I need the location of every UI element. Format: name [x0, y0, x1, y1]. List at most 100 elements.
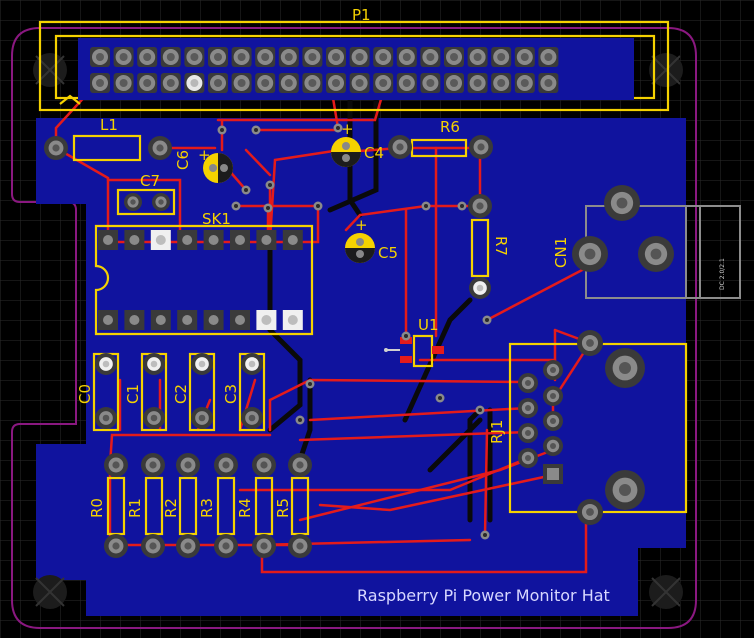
label-c2: C2: [172, 384, 190, 404]
rj1-pad: [518, 373, 538, 393]
svg-text:+: +: [341, 120, 354, 138]
label-r7: R7: [492, 236, 510, 256]
p1-pin-pad: [184, 47, 205, 67]
rj1-pad: [518, 423, 538, 443]
via: [333, 123, 343, 133]
p1-header-pads: [78, 38, 634, 100]
sk1-pin-pad: [203, 310, 224, 330]
p1-pin-pad: [90, 47, 110, 67]
rj1-pad: [543, 411, 563, 431]
rj1-pad: [518, 448, 538, 468]
via: [457, 201, 467, 211]
mounting-hole: [33, 575, 67, 609]
p1-pin-pad: [255, 47, 276, 67]
p1-pin-pad: [538, 47, 559, 67]
c4-capacitor: +: [331, 120, 361, 167]
rj1-pad: [518, 398, 538, 418]
l1-outline: [72, 134, 142, 162]
p1-pin-pad: [255, 73, 276, 93]
p1-pin-pad: [467, 47, 488, 67]
board-outline: [11, 27, 697, 629]
p1-pin-pad: [278, 73, 299, 93]
p1-pin-pad: [137, 47, 158, 67]
p1-pin-pad: [514, 73, 535, 93]
via: [475, 405, 485, 415]
cn1-pad: [572, 236, 608, 272]
sk1-pin-pad: [230, 230, 250, 250]
l1-pad: [148, 136, 172, 160]
rj1-pad: [543, 436, 563, 456]
r1-pad: [141, 453, 165, 477]
via: [231, 201, 241, 211]
via: [480, 530, 490, 540]
p1-pin-pad: [137, 73, 158, 93]
p1-pin-pad: [444, 47, 464, 67]
sk1-pin-pad: [124, 310, 145, 330]
p1-pin-pad: [90, 73, 110, 93]
p1-pin-pad: [231, 47, 252, 67]
label-rj1: RJ1: [488, 420, 506, 444]
p1-pin-pad: [302, 73, 323, 93]
silkscreen-layer: [38, 20, 688, 536]
p1-pin-pad: [373, 73, 394, 93]
p1-pin-pad: [444, 73, 464, 93]
p1-pin-pad: [208, 47, 228, 67]
label-sk1: SK1: [202, 210, 231, 228]
c7-pad: [124, 193, 142, 211]
c2-pad: [191, 353, 213, 375]
p1-pin-pad: [160, 47, 181, 67]
via: [265, 180, 275, 190]
via: [251, 125, 261, 135]
p1-pin-pad: [113, 47, 134, 67]
r2-pad: [176, 453, 200, 477]
sk1-pin-pad: [282, 310, 303, 330]
p1-pin1-marker: [59, 94, 81, 105]
c1-pad: [143, 353, 165, 375]
c0-pad: [95, 407, 117, 429]
r0-pad: [104, 453, 128, 477]
c3-pad: [241, 353, 263, 375]
r0-pad: [104, 534, 128, 558]
r4-pad: [252, 534, 276, 558]
p1-pin-pad: [373, 47, 394, 67]
sk1-pin-pad: [256, 230, 277, 250]
label-c1: C1: [124, 384, 142, 404]
sk1-pin-pad: [177, 310, 198, 330]
label-r1: R1: [126, 498, 144, 518]
via: [305, 379, 315, 389]
r6-pad: [388, 135, 412, 159]
c2-pad: [191, 407, 213, 429]
mounting-hole: [649, 575, 683, 609]
p1-pin-pad: [160, 73, 181, 93]
dc-jack-note: DC 2.0/2.1: [719, 258, 726, 290]
label-r2: R2: [162, 498, 180, 518]
r7-pad: [469, 277, 491, 299]
label-c5: C5: [378, 244, 398, 262]
sk1-pin-pad: [230, 310, 250, 330]
mounting-hole: [649, 53, 683, 87]
label-u1: U1: [418, 316, 439, 334]
c5-capacitor: +: [345, 216, 375, 263]
c0-pad: [95, 353, 117, 375]
p1-pin-pad: [349, 73, 370, 93]
p1-pin-pad: [349, 47, 370, 67]
c1-pad: [143, 407, 165, 429]
via: [482, 315, 492, 325]
sk1-pin-pad: [150, 310, 171, 330]
p1-outline: [38, 20, 670, 112]
rj1-pad: [543, 360, 563, 380]
designator-labels: P1 L1 C7 C6 C4 C5 R6 R7 SK1 CN1 U1 RJ1 C…: [76, 6, 570, 518]
via: [313, 201, 323, 211]
sk1-pin-pad: [256, 310, 277, 330]
label-p1: P1: [352, 6, 371, 24]
via: [421, 201, 431, 211]
cn1-pad: [638, 236, 674, 272]
label-c4: C4: [364, 144, 384, 162]
p1-pin-pad: [231, 73, 252, 93]
label-r4: R4: [236, 498, 254, 518]
cn1-pad: [604, 185, 640, 221]
via: [295, 415, 305, 425]
mounting-hole: [33, 53, 67, 87]
r6-outline: [410, 138, 468, 158]
